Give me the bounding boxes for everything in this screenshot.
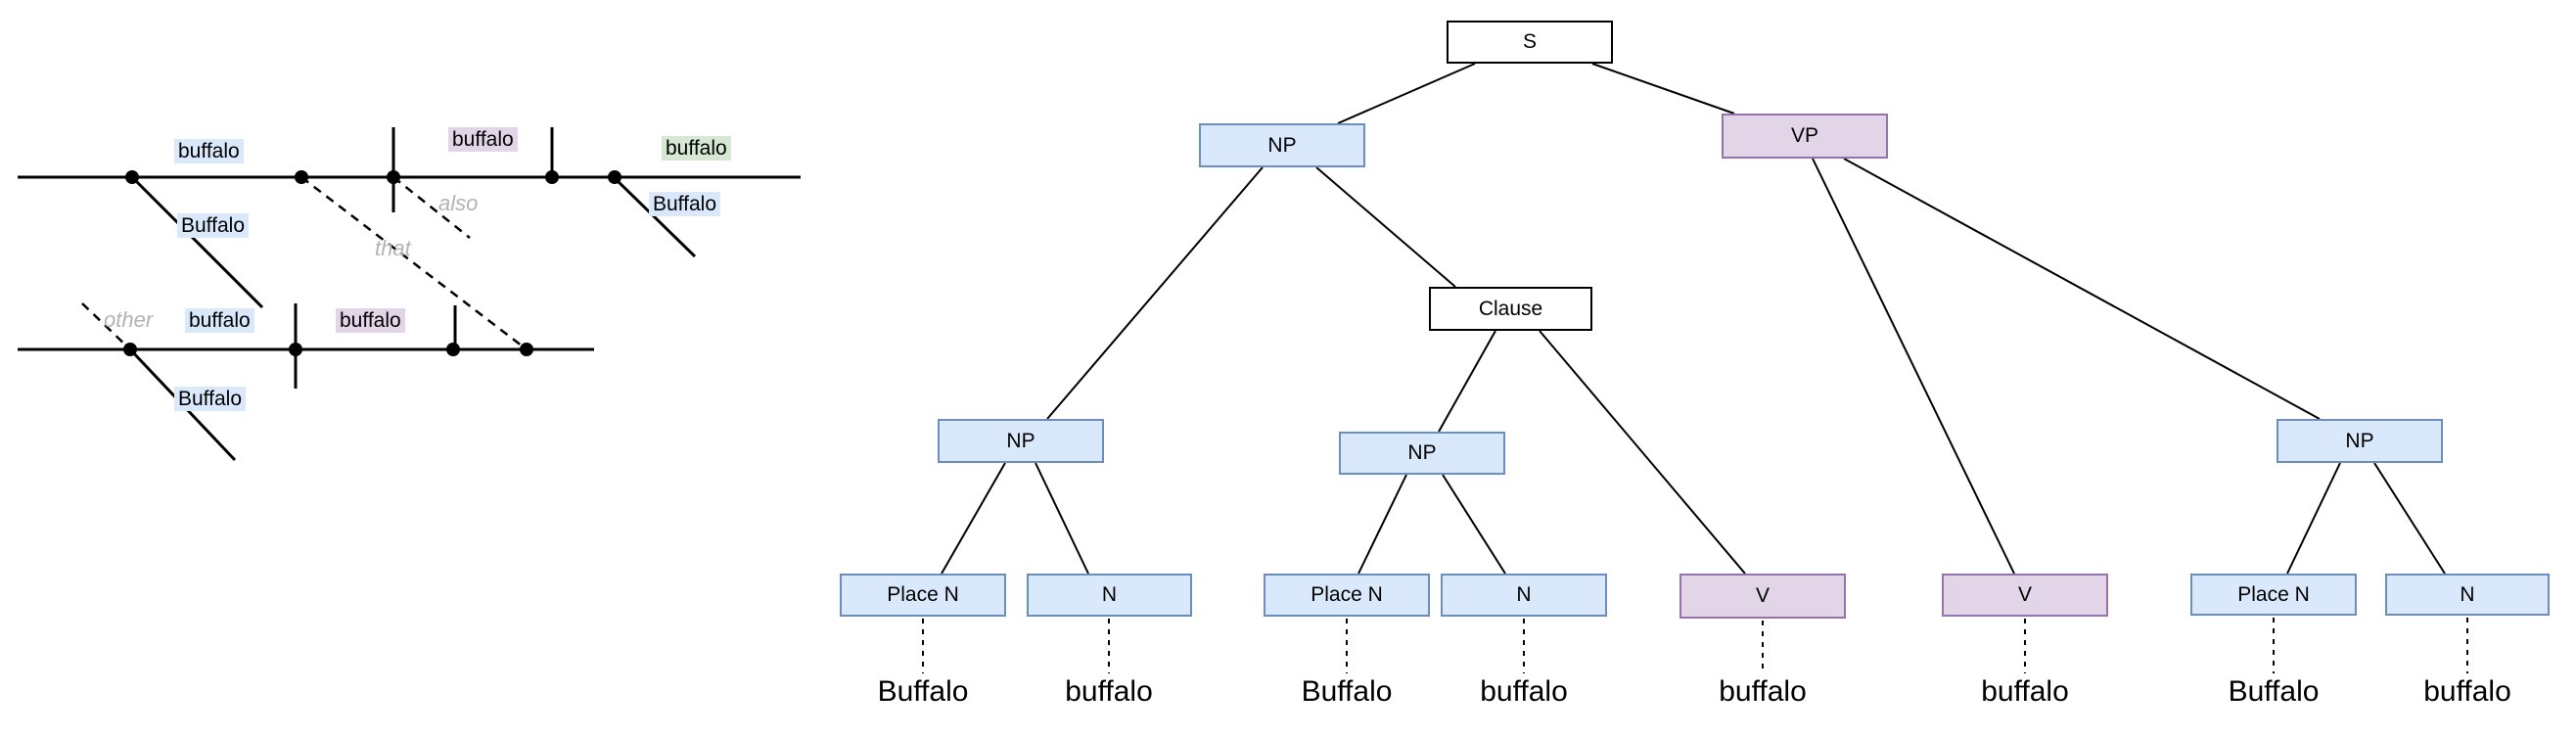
kellogg-row1-subject-word: buffalo — [174, 139, 244, 163]
kellogg-row2-subject-word: buffalo — [185, 308, 254, 333]
dot — [295, 170, 308, 184]
that-connector-line — [300, 176, 528, 350]
tree-node-np-mid: NP — [1339, 432, 1505, 475]
tree-leaf-word-2: buffalo — [1065, 675, 1153, 708]
tree-node-n-1: N — [1027, 574, 1192, 617]
kellogg-that-label: that — [375, 236, 411, 260]
other-connector-line — [81, 302, 131, 350]
edge-npright-placen3 — [2286, 462, 2341, 575]
tree-leaf-word-4: buffalo — [1480, 675, 1568, 708]
dot — [123, 343, 137, 356]
dot — [289, 343, 302, 356]
dot — [520, 343, 533, 356]
tree-node-v-2: V — [1942, 574, 2108, 617]
kellogg-row1-modifier-right: Buffalo — [649, 192, 720, 216]
also-connector-line — [392, 176, 471, 239]
tree-node-place-n-1: Place N — [840, 574, 1006, 617]
tree-node-place-n-2: Place N — [1264, 574, 1430, 617]
dot — [608, 170, 621, 184]
edge-np-npleft — [1046, 166, 1264, 420]
edge-clause-v1 — [1539, 330, 1746, 575]
leaf-word-connectors — [922, 618, 2468, 673]
edge-npmid-n2 — [1442, 474, 1506, 575]
tree-edges — [941, 63, 2446, 575]
sentence-diagram-dots — [123, 170, 621, 356]
dot — [545, 170, 559, 184]
kellogg-row1-object-word: buffalo — [662, 136, 731, 161]
edge-np-clause — [1315, 166, 1456, 288]
kellogg-row2-verb-word: buffalo — [336, 308, 405, 333]
edge-clause-npmid — [1438, 330, 1496, 433]
tree-leaf-word-5: buffalo — [1719, 675, 1807, 708]
tree-node-v-1: V — [1679, 574, 1846, 619]
sentence-diagram-row1 — [18, 127, 801, 350]
tree-node-np-right: NP — [2277, 419, 2443, 463]
edge-npleft-placen1 — [941, 462, 1006, 575]
kellogg-row2-modifier-word: Buffalo — [174, 387, 246, 411]
tree-node-vp: VP — [1722, 114, 1888, 159]
edge-vp-v2 — [1812, 158, 2015, 575]
tree-node-np-left: NP — [938, 419, 1104, 463]
tree-leaf-word-1: Buffalo — [877, 675, 969, 708]
tree-node-clause: Clause — [1429, 287, 1592, 331]
edge-npmid-placen2 — [1357, 474, 1407, 575]
tree-node-np-top: NP — [1199, 123, 1365, 167]
kellogg-row1-verb-word: buffalo — [448, 127, 518, 152]
tree-node-n-3: N — [2385, 574, 2550, 616]
edge-npright-n3 — [2373, 462, 2446, 575]
dot — [387, 170, 400, 184]
tree-node-n-2: N — [1441, 574, 1607, 617]
row1-modifier-line-left — [130, 175, 264, 309]
edge-vp-npright — [1843, 158, 2321, 420]
tree-node-s: S — [1447, 21, 1613, 64]
tree-leaf-word-6: buffalo — [1981, 675, 2069, 708]
tree-leaf-word-7: Buffalo — [2228, 675, 2320, 708]
tree-node-place-n-3: Place N — [2190, 574, 2357, 616]
row1-modifier-line-right — [613, 176, 697, 258]
kellogg-other-label: other — [104, 307, 154, 332]
tree-leaf-word-3: Buffalo — [1301, 675, 1393, 708]
edge-s-np — [1337, 63, 1476, 124]
edge-s-vp — [1591, 63, 1735, 115]
kellogg-also-label: also — [438, 191, 479, 215]
dot — [446, 343, 460, 356]
dot — [125, 170, 139, 184]
edge-npleft-n1 — [1035, 462, 1089, 575]
kellogg-row1-modifier-left: Buffalo — [177, 213, 249, 238]
tree-leaf-word-8: buffalo — [2423, 675, 2511, 708]
